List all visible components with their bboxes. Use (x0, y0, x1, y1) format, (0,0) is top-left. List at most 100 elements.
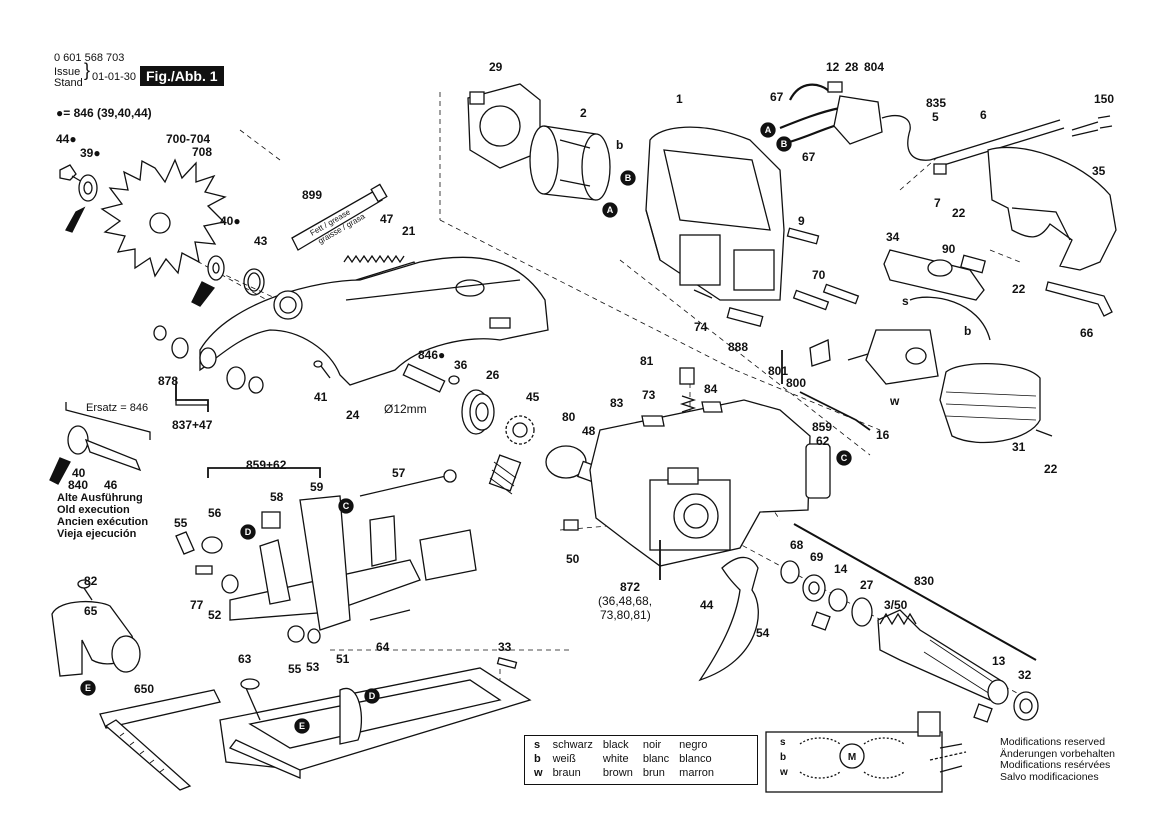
group-brackets (175, 350, 1037, 661)
stand-label: Stand (54, 77, 83, 89)
callout-835: 835 (926, 96, 947, 110)
modifications-de: Änderungen vorbehalten (1000, 747, 1116, 760)
schematic-motor-letter: M (848, 752, 856, 763)
legend-fr: noir (642, 739, 662, 751)
callout-13: 13 (992, 654, 1006, 668)
callout-31: 31 (1012, 440, 1026, 454)
schematic-b: b (780, 752, 786, 763)
flange-parts (191, 255, 265, 307)
old-execution-es: Vieja ejecución (57, 528, 137, 540)
legend-es: blanco (679, 753, 712, 765)
old-execution-parts (49, 402, 151, 485)
callout-9: 9 (798, 214, 805, 228)
marker-b-motor (620, 170, 636, 186)
callout-700-704: 700-704 (166, 132, 211, 146)
callout-69: 69 (810, 550, 824, 564)
callout-53: 53 (306, 660, 320, 674)
switch-cover (883, 249, 986, 301)
callout-650: 650 (134, 682, 155, 696)
callout-83: 83 (610, 396, 624, 410)
callout-84: 84 (704, 382, 718, 396)
legend-row: w braun brown brun marron (529, 766, 719, 780)
issue-date: 01-01-30 (92, 71, 137, 83)
lever-54 (698, 556, 759, 682)
callout-b-wire: b (964, 324, 972, 338)
callout-872-list-2: 73,80,81) (600, 608, 651, 622)
callout-34: 34 (886, 230, 900, 244)
callout-62: 62 (816, 434, 830, 448)
callout-16: 16 (876, 428, 890, 442)
gear-housing-small-parts (641, 367, 723, 427)
callout-7: 7 (934, 196, 941, 210)
marker-b-top (776, 136, 792, 152)
callout-28: 28 (845, 60, 859, 74)
modifications-es: Salvo modificaciones (1000, 770, 1099, 783)
callout-68: 68 (790, 538, 804, 552)
callout-52: 52 (208, 608, 222, 622)
marker-a-top (760, 122, 776, 138)
callout-5: 5 (932, 110, 939, 124)
ersatz-note: Ersatz = 846 (86, 402, 149, 414)
callout-800: 800 (786, 376, 807, 390)
gear-housing (589, 399, 811, 567)
marker-a-top-letter: A (765, 125, 772, 135)
base-plate (219, 656, 532, 779)
screw-41 (313, 360, 331, 379)
callout-801: 801 (768, 364, 789, 378)
legend-fr: brun (642, 767, 665, 779)
legend-de: schwarz (552, 739, 593, 751)
callout-44-dot: 44● (56, 132, 77, 146)
old-execution-de: Alte Ausführung (57, 492, 143, 504)
callout-77: 77 (190, 598, 204, 612)
marker-c-housing (836, 450, 852, 466)
callout-6: 6 (980, 108, 987, 122)
legend-en: black (602, 739, 629, 751)
callout-3-50: 3/50 (884, 598, 908, 612)
wire-color-legend: s schwarz black noir negro b weiß white … (524, 735, 758, 785)
callout-708: 708 (192, 145, 213, 159)
callout-804: 804 (864, 60, 885, 74)
callout-80: 80 (562, 410, 576, 424)
marker-d-base-letter: D (369, 691, 376, 701)
callout-50: 50 (566, 552, 580, 566)
callout-40-dot: 40● (220, 214, 241, 228)
blade-screw-assembly (59, 164, 98, 233)
callout-150: 150 (1094, 92, 1115, 106)
marker-a-motor-letter: A (607, 205, 614, 215)
callout-82: 82 (84, 574, 98, 588)
callout-48: 48 (582, 424, 596, 438)
armature (780, 560, 1039, 723)
callout-32: 32 (1018, 668, 1032, 682)
callout-67-bottom: 67 (802, 150, 816, 164)
brush-plate (467, 83, 541, 169)
marker-d-base (364, 688, 380, 704)
legend-es: marron (679, 767, 715, 779)
marker-e-adapter (80, 680, 96, 696)
marker-b-top-letter: B (781, 139, 788, 149)
callout-22-c: 22 (1044, 462, 1058, 476)
marker-d-fence (240, 524, 256, 540)
callout-888: 888 (728, 340, 749, 354)
saw-blade (100, 158, 227, 278)
marker-e-adapter-letter: E (85, 683, 91, 693)
legend-de: weiß (552, 753, 576, 765)
callout-b-motor: b (616, 138, 624, 152)
electronic-module (809, 296, 991, 385)
callout-33: 33 (498, 640, 512, 654)
blade-guard (199, 256, 549, 386)
handle-cover (987, 146, 1117, 271)
callout-59: 59 (310, 480, 324, 494)
callout-46: 46 (104, 478, 118, 492)
callout-65: 65 (84, 604, 98, 618)
modifications-fr: Modifications resérvées (1000, 759, 1111, 771)
spindle-assembly (402, 363, 535, 495)
modifications-en: Modifications reserved (1000, 736, 1106, 748)
callout-73: 73 (642, 388, 656, 402)
switch-assembly (779, 81, 931, 161)
callout-43: 43 (254, 234, 268, 248)
hex-key (1045, 281, 1113, 317)
old-execution-en: Old execution (57, 504, 130, 516)
motor-cap (939, 362, 1053, 444)
brushes (693, 227, 860, 328)
callout-878: 878 (158, 374, 179, 388)
